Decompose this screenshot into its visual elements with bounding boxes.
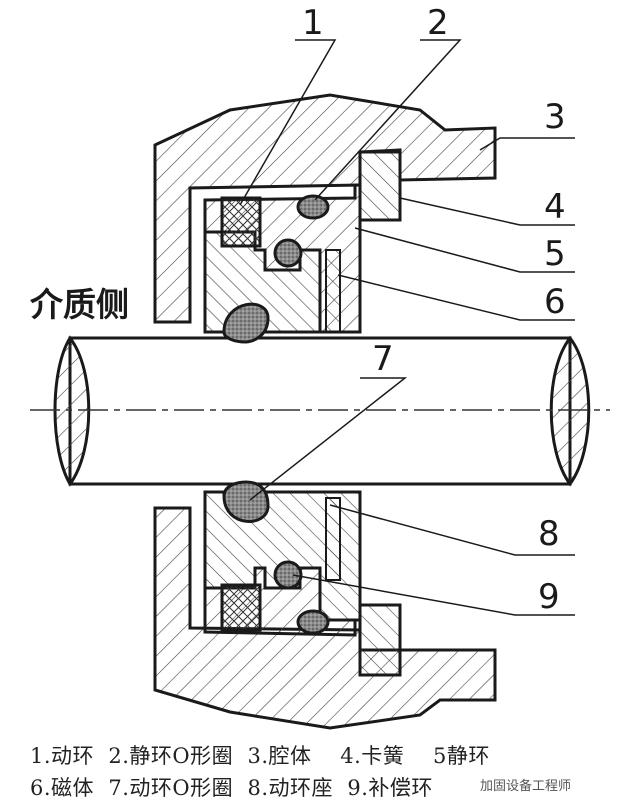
compensation-ring-oring-bottom	[273, 560, 303, 590]
callout-5: 5	[544, 234, 566, 274]
static-ring-oring-top	[296, 194, 330, 220]
leader-5	[354, 227, 575, 273]
leader-6	[337, 274, 575, 321]
moving-ring-oring-top	[222, 302, 270, 344]
magnet-bottom	[325, 497, 341, 581]
shaft-break-left	[53, 335, 91, 487]
legend-row-1: 1.动环 2.静环O形圈 3.腔体 4.卡簧 5静环	[30, 744, 490, 768]
shaft	[30, 335, 610, 487]
leader-3	[479, 137, 575, 151]
callout-1: 1	[302, 3, 324, 43]
callout-6: 6	[544, 282, 566, 322]
callout-3: 3	[544, 97, 566, 137]
leader-4	[399, 197, 575, 226]
leader-2	[314, 39, 462, 201]
callout-7: 7	[372, 339, 394, 379]
callout-numbers: 1 2 3 4 5 6 7 8 9	[302, 3, 566, 617]
leader-1	[239, 39, 337, 206]
callout-8: 8	[538, 514, 560, 554]
moving-ring-top	[220, 196, 262, 248]
compensation-ring-oring-top	[273, 238, 303, 268]
moving-ring-bottom	[220, 583, 262, 632]
leader-9	[292, 574, 575, 616]
watermark: 加固设备工程师	[480, 779, 572, 794]
leader-7	[249, 377, 408, 501]
static-ring-oring-bottom	[296, 609, 330, 635]
moving-ring-oring-bottom	[222, 480, 270, 523]
magnet-top	[325, 249, 341, 333]
leader-lines	[239, 39, 575, 616]
circlip-top	[358, 150, 402, 222]
shaft-break-right	[549, 335, 591, 487]
callout-2: 2	[427, 3, 449, 43]
medium-side-label: 介质侧	[30, 285, 129, 324]
legend-row-2: 6.磁体 7.动环O形圈 8.动环座 9.补偿环	[30, 776, 433, 800]
callout-4: 4	[544, 187, 566, 227]
leader-8	[329, 504, 575, 556]
callout-9: 9	[538, 577, 560, 617]
circlip-bottom	[358, 603, 402, 677]
